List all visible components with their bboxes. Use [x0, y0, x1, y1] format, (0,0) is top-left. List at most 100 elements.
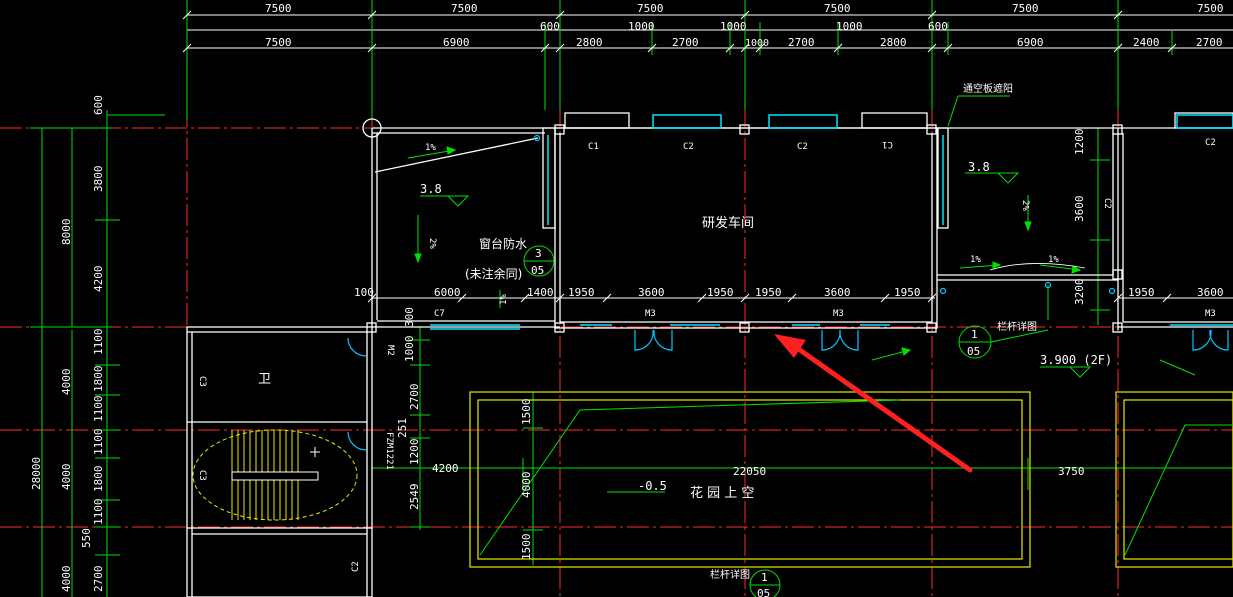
dim-garden-4200: 4200 [432, 462, 459, 475]
callout-labels: 3 05 1 05 1 05 [531, 247, 980, 597]
label-sill-note: (未注余同) [465, 266, 522, 281]
dim-r3-1: 7500 [265, 36, 292, 49]
room-labels: 研发车间 窗台防水 (未注余同) 通空板遮阳 栏杆详图 栏杆详图 花 园 上 空… [258, 82, 1037, 581]
window-c3-a: C3 [197, 376, 207, 387]
label-sill-waterproof: 窗台防水 [479, 236, 527, 251]
door-m3-c: M3 [1205, 309, 1216, 319]
door-m3-b: M3 [833, 309, 844, 319]
dim-r2-4: 1000 [836, 20, 863, 33]
callout-1-num: 1 [971, 328, 978, 341]
window-c2-right: C2 [1205, 138, 1216, 148]
dim-left-1100a: 1100 [92, 329, 105, 356]
dim-mid-1950a: 1950 [568, 286, 595, 299]
dim-top-3: 7500 [637, 2, 664, 15]
callout-1b-sheet: 05 [757, 587, 770, 597]
label-sunshade: 通空板遮阳 [963, 82, 1013, 95]
dim-mid-1400: 1400 [527, 286, 554, 299]
label-garden-void: 花 园 上 空 [690, 485, 754, 501]
door-fzm1221: FZM1221 [384, 432, 394, 470]
dim-r3-9: 2400 [1133, 36, 1160, 49]
slope-arrows [407, 146, 1196, 376]
dim-r2-5: 600 [928, 20, 948, 33]
dim-mid-100: 100 [354, 286, 374, 299]
dim-left-2700: 2700 [92, 566, 105, 593]
label-railing-detail-bottom: 栏杆详图 [710, 568, 750, 581]
dim-left-1100d: 1100 [92, 499, 105, 526]
dim-r2-2: 1000 [628, 20, 655, 33]
windows [430, 114, 1233, 330]
dim-r3-4: 2700 [672, 36, 699, 49]
dim-right-3600: 3600 [1073, 196, 1086, 223]
staircase [192, 429, 358, 521]
dim-left-600: 600 [92, 95, 105, 115]
slope-1: 1% [425, 143, 436, 153]
dimension-lines [30, 0, 1233, 597]
dim-r3-3: 2800 [576, 36, 603, 49]
window-c7: C7 [434, 309, 445, 319]
dim-v-251: 251 [396, 418, 409, 438]
dim-mid-6000: 6000 [434, 286, 461, 299]
label-rd-workshop: 研发车间 [702, 215, 754, 231]
slope-2: 2% [427, 238, 437, 249]
dim-top-2: 7500 [451, 2, 478, 15]
dim-right-1200: 1200 [1073, 129, 1086, 156]
doors [347, 134, 1229, 451]
dim-left-4000c: 4000 [60, 566, 73, 593]
slope-3: 1% [499, 294, 509, 305]
dim-left-550: 550 [80, 528, 93, 548]
dim-r3-5: 1000 [745, 38, 769, 49]
roof-ridge [989, 263, 1086, 271]
dim-r3-6: 2700 [788, 36, 815, 49]
slope-5: 1% [970, 255, 981, 265]
dim-left-28000: 28000 [30, 457, 43, 490]
axis-grid [0, 105, 1233, 597]
dim-v-300: 300 [403, 307, 416, 327]
door-m3-a: M3 [645, 309, 656, 319]
dimension-ticks [182, 10, 1177, 303]
window-door-codes: C1 C2 C2 C1 C2 C7 C3 C3 C2 C2 M3 M3 M3 M… [197, 138, 1216, 572]
dim-r3-10: 2700 [1196, 36, 1223, 49]
dim-left-1800a: 1800 [92, 366, 105, 393]
dim-v-1200: 1200 [408, 439, 421, 466]
window-c2-v: C2 [1102, 198, 1112, 209]
callout-3-num: 3 [535, 247, 542, 260]
dim-garden-1500b: 1500 [520, 534, 533, 561]
garden-void [469, 391, 1233, 568]
top-dimension-labels: 7500 7500 7500 7500 7500 7500 600 1000 1… [265, 2, 1224, 49]
dim-left-1100c: 1100 [92, 429, 105, 456]
middle-dimension-labels: 100 6000 1400 1950 3600 1950 1950 3600 1… [354, 129, 1224, 561]
window-c3-b: C3 [197, 470, 207, 481]
slope-4: 2% [1020, 200, 1030, 211]
dim-mid-3600b: 3600 [824, 286, 851, 299]
elevation-labels: 3.8 3.8 3.900 (2F) -0.5 [420, 160, 1112, 493]
callouts [523, 95, 1049, 597]
elev-3-8-left: 3.8 [420, 182, 442, 196]
dim-top-6: 7500 [1197, 2, 1224, 15]
door-m2: M2 [385, 345, 395, 356]
dim-garden-22050: 22050 [733, 465, 766, 478]
elev-3-900: 3.900 (2F) [1040, 353, 1112, 367]
dim-left-1100b: 1100 [92, 396, 105, 423]
window-c1-right: C1 [882, 139, 893, 149]
dim-mid-3600a: 3600 [638, 286, 665, 299]
dim-garden-4000: 4000 [520, 472, 533, 499]
dim-left-4000b: 4000 [60, 464, 73, 491]
callout-3-sheet: 05 [531, 264, 544, 277]
window-c1-left: C1 [588, 142, 599, 152]
dim-garden-3750: 3750 [1058, 465, 1085, 478]
dim-mid-1950e: 1950 [1128, 286, 1155, 299]
label-toilet: 卫 [258, 372, 271, 387]
window-c2-bottom: C2 [351, 561, 361, 572]
dim-top-1: 7500 [265, 2, 292, 15]
elevation-marks [420, 172, 1092, 493]
window-c2-b: C2 [797, 142, 808, 152]
dim-r3-7: 2800 [880, 36, 907, 49]
dim-mid-1950d: 1950 [894, 286, 921, 299]
dim-r3-2: 6900 [443, 36, 470, 49]
dim-r2-1: 600 [540, 20, 560, 33]
dim-mid-1950c: 1950 [755, 286, 782, 299]
slope-6: 1% [1048, 255, 1059, 265]
dim-mid-3600c: 3600 [1197, 286, 1224, 299]
elev-3-8-right: 3.8 [968, 160, 990, 174]
window-c2-a: C2 [683, 142, 694, 152]
